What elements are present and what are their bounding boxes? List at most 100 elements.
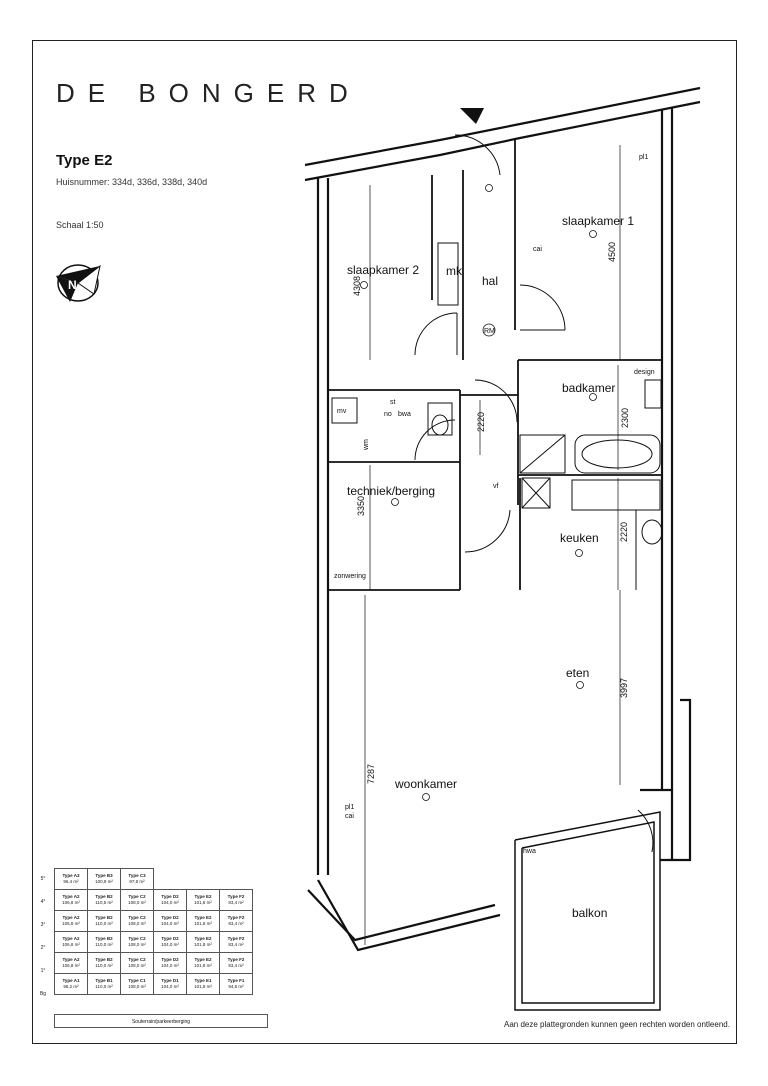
- entrance-arrow-icon: [460, 108, 484, 124]
- light-point-icons: [360, 184, 597, 801]
- floor-label: 4°: [40, 899, 46, 905]
- legend-empty-cell: [187, 869, 220, 890]
- floor-label: 5°: [40, 876, 46, 882]
- room-keuken: keuken: [560, 531, 599, 545]
- floor-label: Bg: [39, 991, 47, 997]
- legend-empty-cell: [154, 869, 187, 890]
- dim-4500: 4500: [607, 242, 617, 262]
- annotation-zonwering: zonwering: [334, 573, 366, 580]
- annotation-cai-living: cai: [345, 813, 354, 820]
- dim-7287: 7287: [366, 764, 376, 784]
- annotation-cai-top: cai: [533, 246, 542, 253]
- annotation-hwa: hwa: [523, 848, 536, 855]
- kitchen-unit: [521, 477, 551, 509]
- annotation-no: no: [384, 411, 392, 418]
- kitchen-sink: [641, 519, 663, 545]
- annotation-pl1-top: pl1: [639, 154, 648, 161]
- annotation-pl1-living: pl1: [345, 804, 354, 811]
- compass-letter: N: [68, 278, 77, 292]
- page-frame: [32, 40, 737, 1044]
- annotation-rm: RM: [484, 328, 495, 335]
- north-arrow-icon: N: [56, 264, 101, 302]
- mv-unit: [331, 397, 358, 424]
- annotation-wm: wm: [363, 439, 370, 451]
- bathroom-sink: [644, 379, 662, 409]
- floor-label: 2°: [40, 945, 46, 951]
- annotation-vf: vf: [493, 483, 499, 490]
- shower: [519, 434, 566, 474]
- room-mk: mk: [446, 264, 463, 278]
- legend-empty-cell: [220, 869, 253, 890]
- disclaimer: Aan deze plattegronden kunnen geen recht…: [504, 1020, 730, 1029]
- dim-2300: 2300: [620, 408, 630, 428]
- bathtub-basin: [581, 439, 653, 469]
- room-techniek-berging: techniek/berging: [347, 484, 435, 498]
- room-woonkamer: woonkamer: [394, 777, 457, 791]
- room-balkon: balkon: [572, 906, 607, 920]
- dim-4308: 4308: [352, 276, 362, 296]
- exterior-walls: [304, 86, 701, 952]
- scale-label: Schaal 1:50: [56, 220, 104, 230]
- dim-3350: 3350: [356, 496, 366, 516]
- room-slaapkamer-2: slaapkamer 2: [347, 263, 419, 277]
- annotation-bwa: bwa: [398, 411, 411, 418]
- legend-footer: Souterrain/parkeerberging: [54, 1014, 268, 1028]
- doors: [414, 134, 654, 853]
- floor-label: 1°: [40, 968, 46, 974]
- room-badkamer: badkamer: [562, 381, 615, 395]
- type-label: Type E2: [56, 152, 113, 169]
- project-title: DE BONGERD: [56, 78, 361, 108]
- dim-2220-hal: 2220: [476, 412, 486, 432]
- floor-label: 3°: [40, 922, 46, 928]
- dim-3997: 3997: [619, 678, 629, 698]
- interior-walls: [328, 140, 662, 591]
- room-hal: hal: [482, 274, 498, 288]
- dim-2220-keuken: 2220: [619, 522, 629, 542]
- balcony-outline: [514, 811, 661, 1011]
- room-slaapkamer-1: slaapkamer 1: [562, 214, 634, 228]
- meter-cupboard: [437, 242, 459, 306]
- annotation-design: design: [634, 369, 655, 376]
- house-numbers: Huisnummer: 334d, 336d, 338d, 340d: [56, 177, 208, 187]
- fixtures: [331, 242, 663, 590]
- dimension-lines: [364, 145, 621, 945]
